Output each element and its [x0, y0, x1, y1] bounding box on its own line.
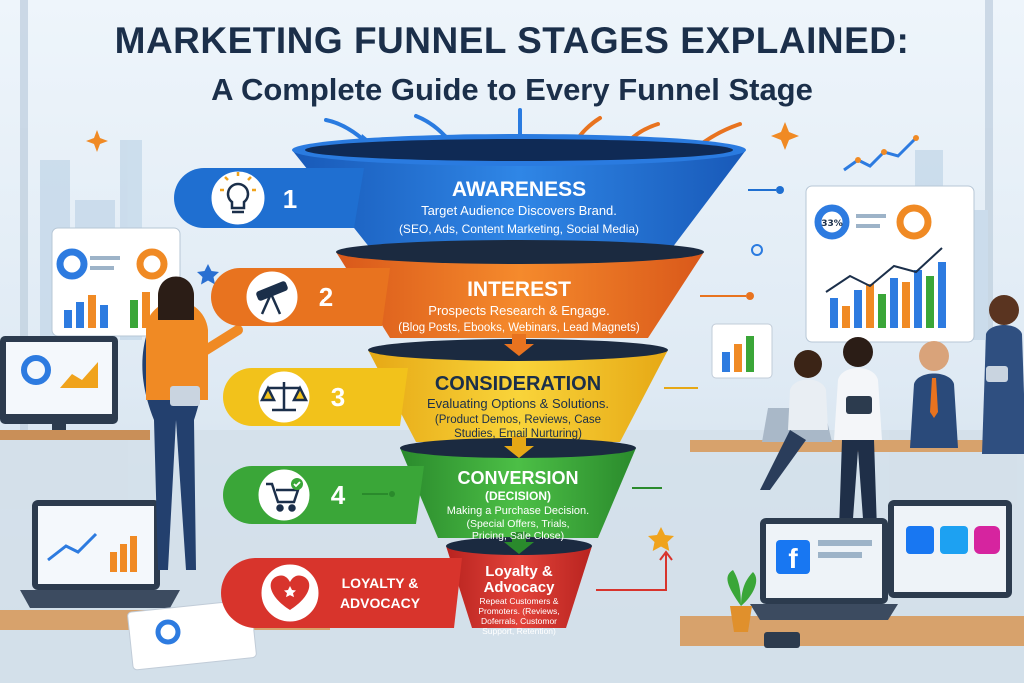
presenter-woman — [142, 276, 243, 570]
stage-text-interest: INTEREST Prospects Research & Engage. (B… — [398, 278, 640, 334]
right-connectors — [596, 186, 784, 591]
stage-label-loyalty-2: ADVOCACY — [340, 595, 421, 611]
stage-title: CONVERSION — [457, 468, 578, 488]
stage-description: Evaluating Options & Solutions. — [427, 396, 609, 411]
bar-chart-card — [711, 323, 773, 379]
star-icon — [648, 527, 674, 551]
stage-text-consideration: CONSIDERATION Evaluating Options & Solut… — [427, 373, 609, 440]
scales-icon — [259, 382, 309, 412]
social-laptop — [888, 500, 1012, 598]
star-icon — [197, 264, 219, 285]
telescope-icon — [256, 281, 288, 315]
stage-title: Loyalty & — [485, 563, 553, 580]
stage-number-3: 3 — [331, 382, 345, 412]
heart-star-icon — [270, 575, 310, 610]
stage-detail: Pricing, Sale Close) — [472, 530, 564, 542]
smartphone — [764, 632, 800, 648]
funnel-stage-awareness — [292, 134, 746, 248]
sparkle-icon — [86, 122, 799, 152]
stage-number-4: 4 — [331, 480, 346, 510]
stage-number-2: 2 — [319, 282, 333, 312]
dot-decoration — [751, 244, 763, 256]
svg-text:f: f — [788, 543, 798, 574]
stage-ribbon-3 — [223, 368, 408, 426]
stage-title: CONSIDERATION — [435, 373, 601, 395]
standing-man-right — [982, 295, 1024, 454]
stage-ribbon-5 — [221, 558, 462, 628]
stage-detail: Studies, Email Nurturing) — [454, 428, 582, 440]
dashboard-donut-label: 33% — [821, 219, 843, 229]
stage-detail: (SEO, Ads, Content Marketing, Social Med… — [399, 222, 639, 236]
stage-detail: (Product Demos, Reviews, Case — [435, 414, 601, 426]
stage-description: Target Audience Discovers Brand. — [421, 203, 617, 218]
seated-woman — [760, 350, 828, 490]
report-clipboard — [127, 599, 257, 671]
left-dashboard-monitor — [51, 227, 181, 337]
bottom-desk-right — [680, 616, 1024, 646]
trend-line-icon — [843, 135, 919, 172]
left-desk — [0, 430, 150, 440]
page-subtitle: A Complete Guide to Every Funnel Stage — [211, 72, 813, 107]
stage-subtitle: (DECISION) — [485, 489, 551, 503]
stage-description: Repeat Customers & — [480, 596, 559, 606]
stage-label-loyalty-1: LOYALTY & — [342, 575, 419, 591]
stage-description: Doferrals, Customor — [481, 616, 557, 626]
stage-description: Prospects Research & Engage. — [428, 303, 609, 318]
stage-title: Advocacy — [484, 579, 556, 596]
shopping-cart-icon — [266, 478, 303, 512]
stage-ribbon-1 — [174, 168, 364, 228]
stage-connector-arrows — [504, 334, 534, 554]
stage-text-conversion: CONVERSION (DECISION) Making a Purchase … — [447, 468, 589, 542]
right-dashboard-monitor: 33% — [805, 185, 975, 343]
stage-text-loyalty: Loyalty & Advocacy Repeat Customers & Pr… — [478, 563, 559, 636]
man-with-tie — [910, 341, 958, 448]
stage-detail: (Blog Posts, Ebooks, Webinars, Lead Magn… — [398, 322, 640, 334]
desktop-monitor — [0, 336, 118, 438]
facebook-laptop: f — [750, 518, 898, 620]
funnel-stage-interest — [336, 240, 704, 338]
lightbulb-icon — [220, 172, 256, 214]
stage-description: Promoters. (Reviews, — [478, 606, 559, 616]
ribbon-connectors — [300, 297, 395, 497]
stage-description: Making a Purchase Decision. — [447, 505, 589, 517]
stage-title: INTEREST — [467, 278, 571, 301]
laptop-left — [20, 500, 180, 608]
stage-number-1: 1 — [283, 184, 297, 214]
stage-text-awareness: AWARENESS Target Audience Discovers Bran… — [399, 178, 639, 236]
plant — [727, 570, 757, 632]
stage-description: Support, Retention) — [482, 626, 556, 636]
page-title: MARKETING FUNNEL STAGES EXPLAINED: — [114, 20, 910, 61]
stage-detail: (Special Offers, Trials, — [466, 518, 569, 530]
stage-title: AWARENESS — [452, 178, 586, 201]
